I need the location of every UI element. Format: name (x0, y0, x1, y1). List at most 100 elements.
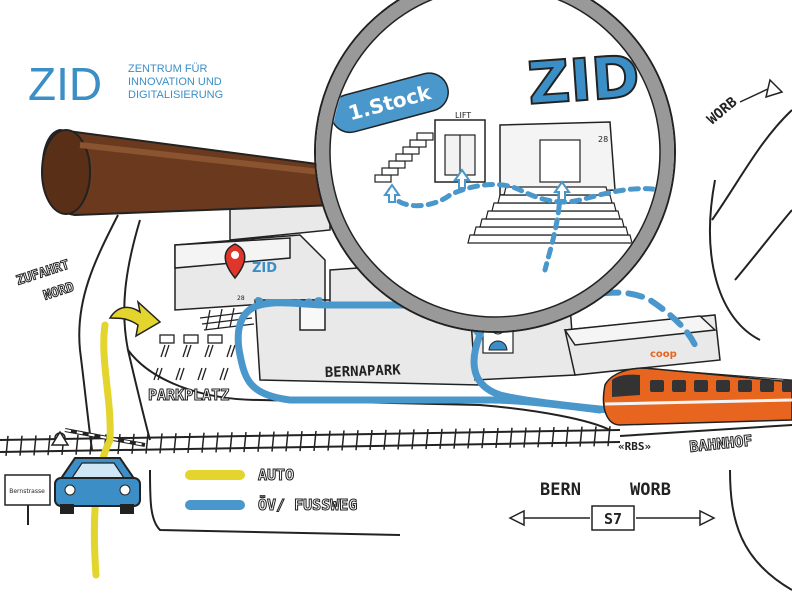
parking-slot (182, 344, 192, 358)
rail-tie (397, 429, 401, 450)
road-lower-edge (149, 469, 401, 536)
rail-tie (47, 435, 51, 456)
rail-tie (341, 430, 345, 451)
parking-slot (159, 334, 175, 344)
bahnhof-label: BAHNHOF (689, 431, 754, 456)
worb-top-direction: WORB (704, 78, 784, 128)
rail-tie (201, 432, 205, 453)
rail-tie (145, 433, 149, 454)
rbs-label: «RBS» (618, 440, 651, 453)
rail-ties (5, 426, 611, 456)
rail-tie (439, 428, 443, 449)
train-window (672, 380, 686, 392)
parking-slot (153, 367, 163, 381)
seating-step (473, 226, 629, 236)
rail-tie (607, 426, 611, 447)
parkplatz-label: PARKPLATZ (148, 386, 229, 404)
train-window (650, 380, 664, 392)
bernapark-label: BERNAPARK (325, 362, 402, 381)
stair-step (409, 139, 427, 148)
rail-tie (579, 426, 583, 447)
parking-slot (183, 334, 199, 344)
coop-label: coop (650, 349, 677, 360)
lift-label: LIFT (455, 111, 471, 120)
parking-slot (204, 344, 214, 358)
stair-step (416, 132, 434, 141)
worb-top-label: WORB (704, 94, 740, 128)
train-window (694, 380, 708, 392)
room-28: 28 (499, 121, 616, 196)
logo-mark: ZID (28, 58, 102, 110)
stair-step (395, 153, 413, 162)
railway (0, 424, 792, 456)
stair-step (381, 167, 399, 176)
oev-fussweg-path-dotted (255, 297, 323, 306)
rail-tie (327, 430, 331, 451)
stair-step (374, 174, 392, 183)
building-zid-label: ZID (252, 261, 277, 276)
stair-step (402, 146, 420, 155)
rail-tie (271, 431, 275, 452)
road-zufahrt-left-edge (78, 214, 119, 451)
rail-tie (523, 427, 527, 448)
stairs-icon (374, 132, 434, 183)
road-bottom-right (729, 469, 792, 591)
rail-tie (215, 432, 219, 453)
rail-tie (565, 426, 569, 447)
rail-tie (5, 435, 9, 456)
rail-tie (355, 430, 359, 451)
location-pin-icon (224, 243, 246, 280)
legend: AUTO ÖV/ FUSSWEG (185, 466, 358, 515)
door-number: 28 (598, 135, 608, 144)
level-crossing-barrier (50, 428, 146, 447)
logo-line-2: INNOVATION UND (128, 76, 222, 88)
rail-tie (369, 429, 373, 451)
arrow-left-icon (508, 509, 525, 527)
train-window (738, 380, 752, 392)
street-sign-text: Bernstrasse (9, 488, 45, 495)
rail-tie (117, 433, 121, 455)
road-worb-inner (734, 209, 792, 281)
road-right-curve (709, 179, 761, 341)
direction-bar: BERN WORB S7 (508, 480, 716, 531)
parking-spaces (153, 334, 236, 381)
parking-slot (175, 367, 185, 381)
rail-tie (19, 435, 23, 456)
parking-slot (219, 367, 229, 381)
auto-path (90, 321, 114, 579)
train-icon (602, 367, 792, 426)
rail-tie (285, 431, 289, 452)
rail-tie (159, 433, 163, 454)
rail-tie (411, 429, 415, 450)
rail-tie (229, 432, 233, 453)
legend-auto-label: AUTO (258, 466, 294, 484)
seating-step (491, 202, 617, 212)
logo-line-3: DIGITALISIERUNG (128, 89, 223, 101)
parking-slot (226, 344, 236, 358)
zid-logo: ZID ZENTRUM FÜR INNOVATION UND DIGITALIS… (28, 58, 223, 110)
car-icon (54, 457, 141, 514)
rail-tie (509, 427, 513, 448)
seating-step (485, 210, 621, 220)
rail-tie (495, 427, 499, 449)
parking-slot (207, 334, 223, 344)
road-worb-outer (711, 109, 792, 221)
rail-tie (453, 428, 457, 449)
rail-tie (467, 428, 471, 449)
rail-tie (551, 426, 555, 448)
rail-tie (425, 429, 429, 450)
train-window (716, 380, 730, 392)
s7-label: S7 (604, 510, 622, 528)
train-window (760, 380, 774, 392)
logo-line-1: ZENTRUM FÜR (128, 63, 207, 75)
rail-tie (173, 433, 177, 454)
rail-tie (243, 431, 247, 453)
arrow-right-icon (108, 299, 162, 338)
rail-tie (593, 426, 597, 447)
magnifier-handle (41, 128, 337, 217)
rail-tie (383, 429, 387, 450)
arrow-up-icon (383, 168, 571, 203)
rail-tie (75, 434, 79, 455)
seating-step (479, 218, 625, 228)
